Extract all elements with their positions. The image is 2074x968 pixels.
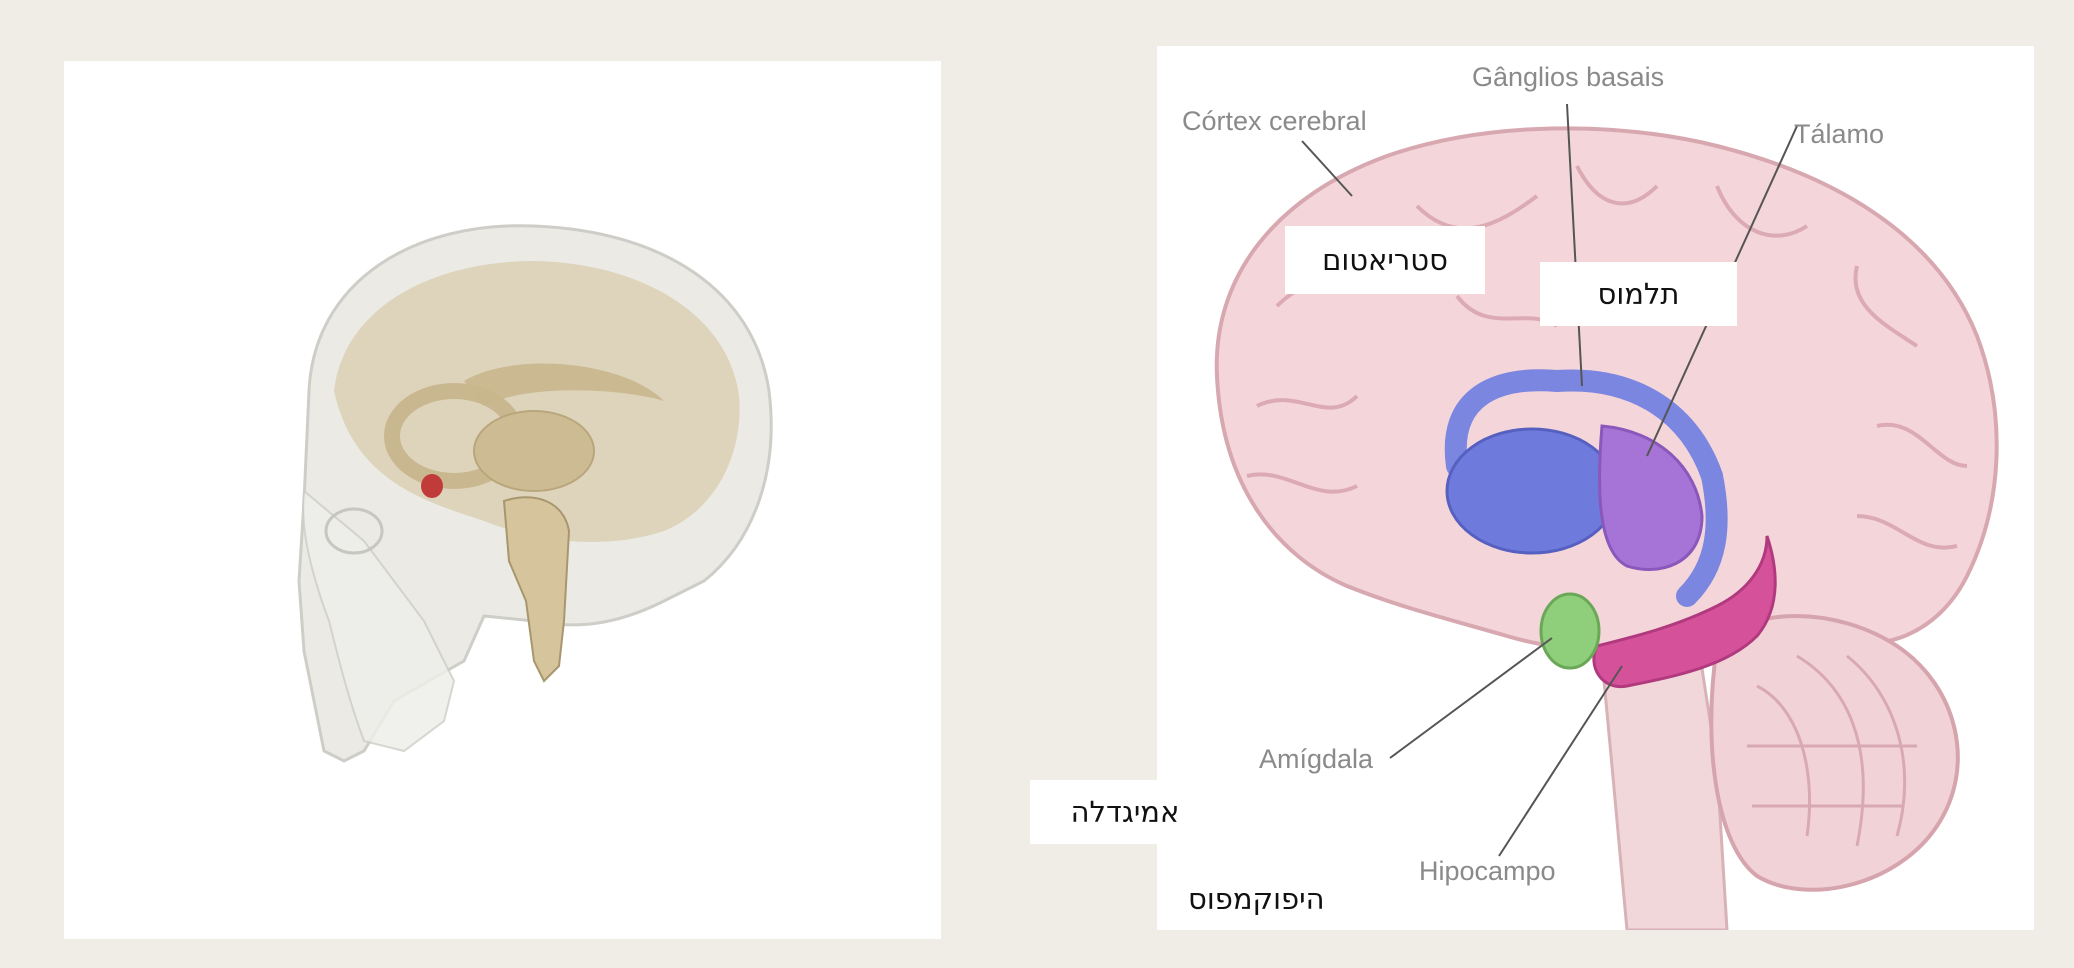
- basal-ganglia-arc: [1444, 369, 1728, 607]
- hebrew-label-hippocampus: היפוקמפוס: [1188, 882, 1325, 916]
- thalamus-shape: [1598, 424, 1704, 571]
- label-amygdala: Amígdala: [1259, 744, 1374, 774]
- hebrew-label-thalamus: תלמוס: [1540, 262, 1737, 326]
- label-cortex: Córtex cerebral: [1182, 106, 1367, 136]
- cortex-leader: [1301, 140, 1353, 197]
- basal-ganglia-body: [1445, 427, 1619, 555]
- brain-sagittal-diagram: [1214, 103, 1999, 930]
- amygdala-highlight: [421, 474, 443, 498]
- ganglia-leader: [1566, 103, 1583, 387]
- corpus-structure: [464, 363, 664, 406]
- hippocampus-shape: [1592, 535, 1777, 689]
- hebrew-label-amygdala: אמיגדלה: [1030, 780, 1220, 844]
- hebrew-label-striatum: סטריאטום: [1285, 226, 1485, 294]
- skull-face: [302, 489, 456, 753]
- thalamus-structure: [473, 410, 595, 492]
- label-hippocampus: Hipocampo: [1419, 856, 1556, 886]
- brainstem: [502, 496, 571, 683]
- amygdala-shape: [1539, 592, 1601, 670]
- cerebellum-folia: [1747, 654, 1917, 847]
- skull-illustration-panel: [64, 61, 941, 939]
- brain-diagram-panel: Córtex cerebral Gânglios basais Tálamo A…: [1157, 46, 2034, 930]
- skull-brain-illustration: [297, 224, 773, 763]
- label-ganglia: Gânglios basais: [1472, 62, 1665, 92]
- label-thalamus: Tálamo: [1794, 119, 1885, 149]
- cerebellum-shape: [1709, 614, 1960, 892]
- eye-socket: [324, 507, 384, 555]
- hippocampus-leader: [1498, 665, 1623, 857]
- amygdala-leader: [1389, 637, 1553, 759]
